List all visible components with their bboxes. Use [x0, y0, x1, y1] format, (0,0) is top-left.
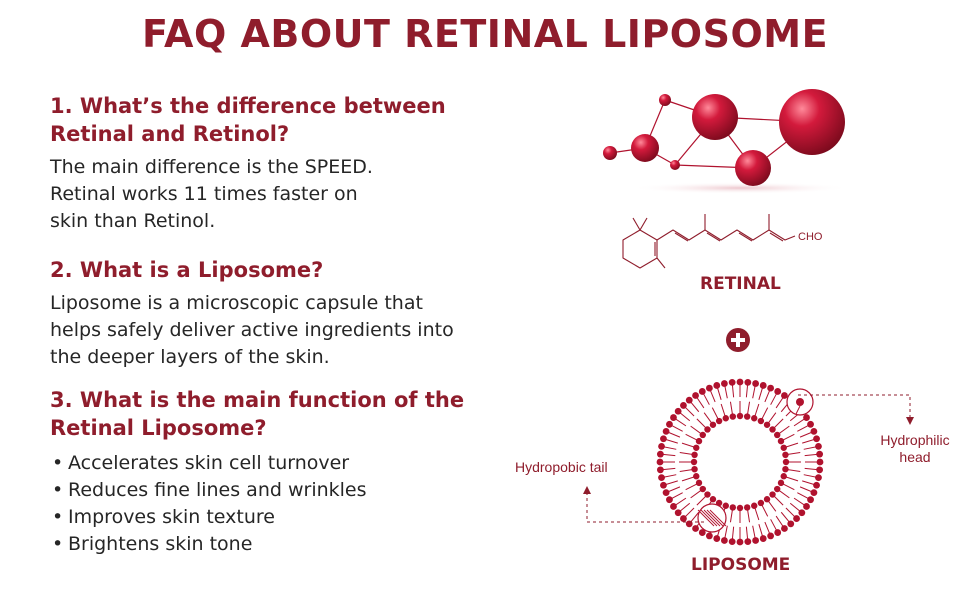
- faq-answer-1: The main difference is the SPEED. Retina…: [50, 154, 520, 235]
- molecule-spheres-icon: [603, 89, 850, 194]
- formula-cho-label: CHO: [798, 231, 823, 243]
- hydrophobic-tail-label: Hydropobic tail: [515, 459, 608, 475]
- bullet-text: Accelerates skin cell turnover: [68, 452, 350, 474]
- bullet-dot-icon: •: [52, 533, 64, 555]
- faq-question-3: 3. What is the main function of the Reti…: [50, 386, 520, 442]
- liposome-diagram-icon: [656, 378, 824, 546]
- bullet-text: Reduces fine lines and wrinkles: [68, 479, 367, 501]
- faq-answer-1-line-1: The main difference is the SPEED.: [50, 156, 373, 178]
- faq-answer-2-line-3: the deeper layers of the skin.: [50, 346, 330, 368]
- faq-question-2: 2. What is a Liposome?: [50, 256, 520, 284]
- faq-question-1: 1. What’s the difference between Retinal…: [50, 92, 520, 148]
- bullet-item: •Accelerates skin cell turnover: [50, 450, 520, 477]
- hydrophilic-head-label: Hydrophilic head: [860, 432, 970, 466]
- faq-answer-1-line-2: Retinal works 11 times faster on: [50, 183, 358, 205]
- bullet-dot-icon: •: [52, 506, 64, 528]
- faq-question-3-line-2: Retinal Liposome?: [50, 416, 267, 440]
- retinal-label: RETINAL: [700, 274, 781, 294]
- faq-bullet-list: •Accelerates skin cell turnover •Reduces…: [50, 450, 520, 558]
- faq-answer-2-line-2: helps safely deliver active ingredients …: [50, 319, 454, 341]
- bullet-item: •Improves skin texture: [50, 504, 520, 531]
- faq-question-1-line-1: 1. What’s the difference between: [50, 94, 446, 118]
- hydrophilic-line-2: head: [899, 449, 931, 465]
- faq-item-3: 3. What is the main function of the Reti…: [50, 386, 520, 558]
- plus-circle-icon: [726, 328, 750, 352]
- bullet-item: •Reduces fine lines and wrinkles: [50, 477, 520, 504]
- liposome-label: LIPOSOME: [691, 555, 791, 575]
- hydrophobic-callout-line: [583, 486, 705, 523]
- hydrophilic-callout-line: [798, 394, 914, 425]
- faq-question-3-line-1: 3. What is the main function of the: [50, 388, 465, 412]
- faq-question-2-line-1: 2. What is a Liposome?: [50, 258, 324, 282]
- page-title: FAQ ABOUT RETINAL LIPOSOME: [141, 12, 829, 56]
- faq-question-1-line-2: Retinal and Retinol?: [50, 122, 290, 146]
- bullet-dot-icon: •: [52, 479, 64, 501]
- retinal-formula-icon: CHO: [622, 214, 823, 269]
- bullet-dot-icon: •: [52, 452, 64, 474]
- faq-answer-1-line-3: skin than Retinol.: [50, 210, 216, 232]
- bullet-text: Brightens skin tone: [68, 533, 253, 555]
- faq-item-1: 1. What’s the difference between Retinal…: [50, 92, 520, 235]
- faq-answer-2: Liposome is a microscopic capsule that h…: [50, 290, 520, 371]
- bullet-text: Improves skin texture: [68, 506, 275, 528]
- faq-item-2: 2. What is a Liposome? Liposome is a mic…: [50, 256, 520, 371]
- hydrophilic-line-1: Hydrophilic: [880, 432, 950, 448]
- bullet-item: •Brightens skin tone: [50, 531, 520, 558]
- faq-answer-2-line-1: Liposome is a microscopic capsule that: [50, 292, 423, 314]
